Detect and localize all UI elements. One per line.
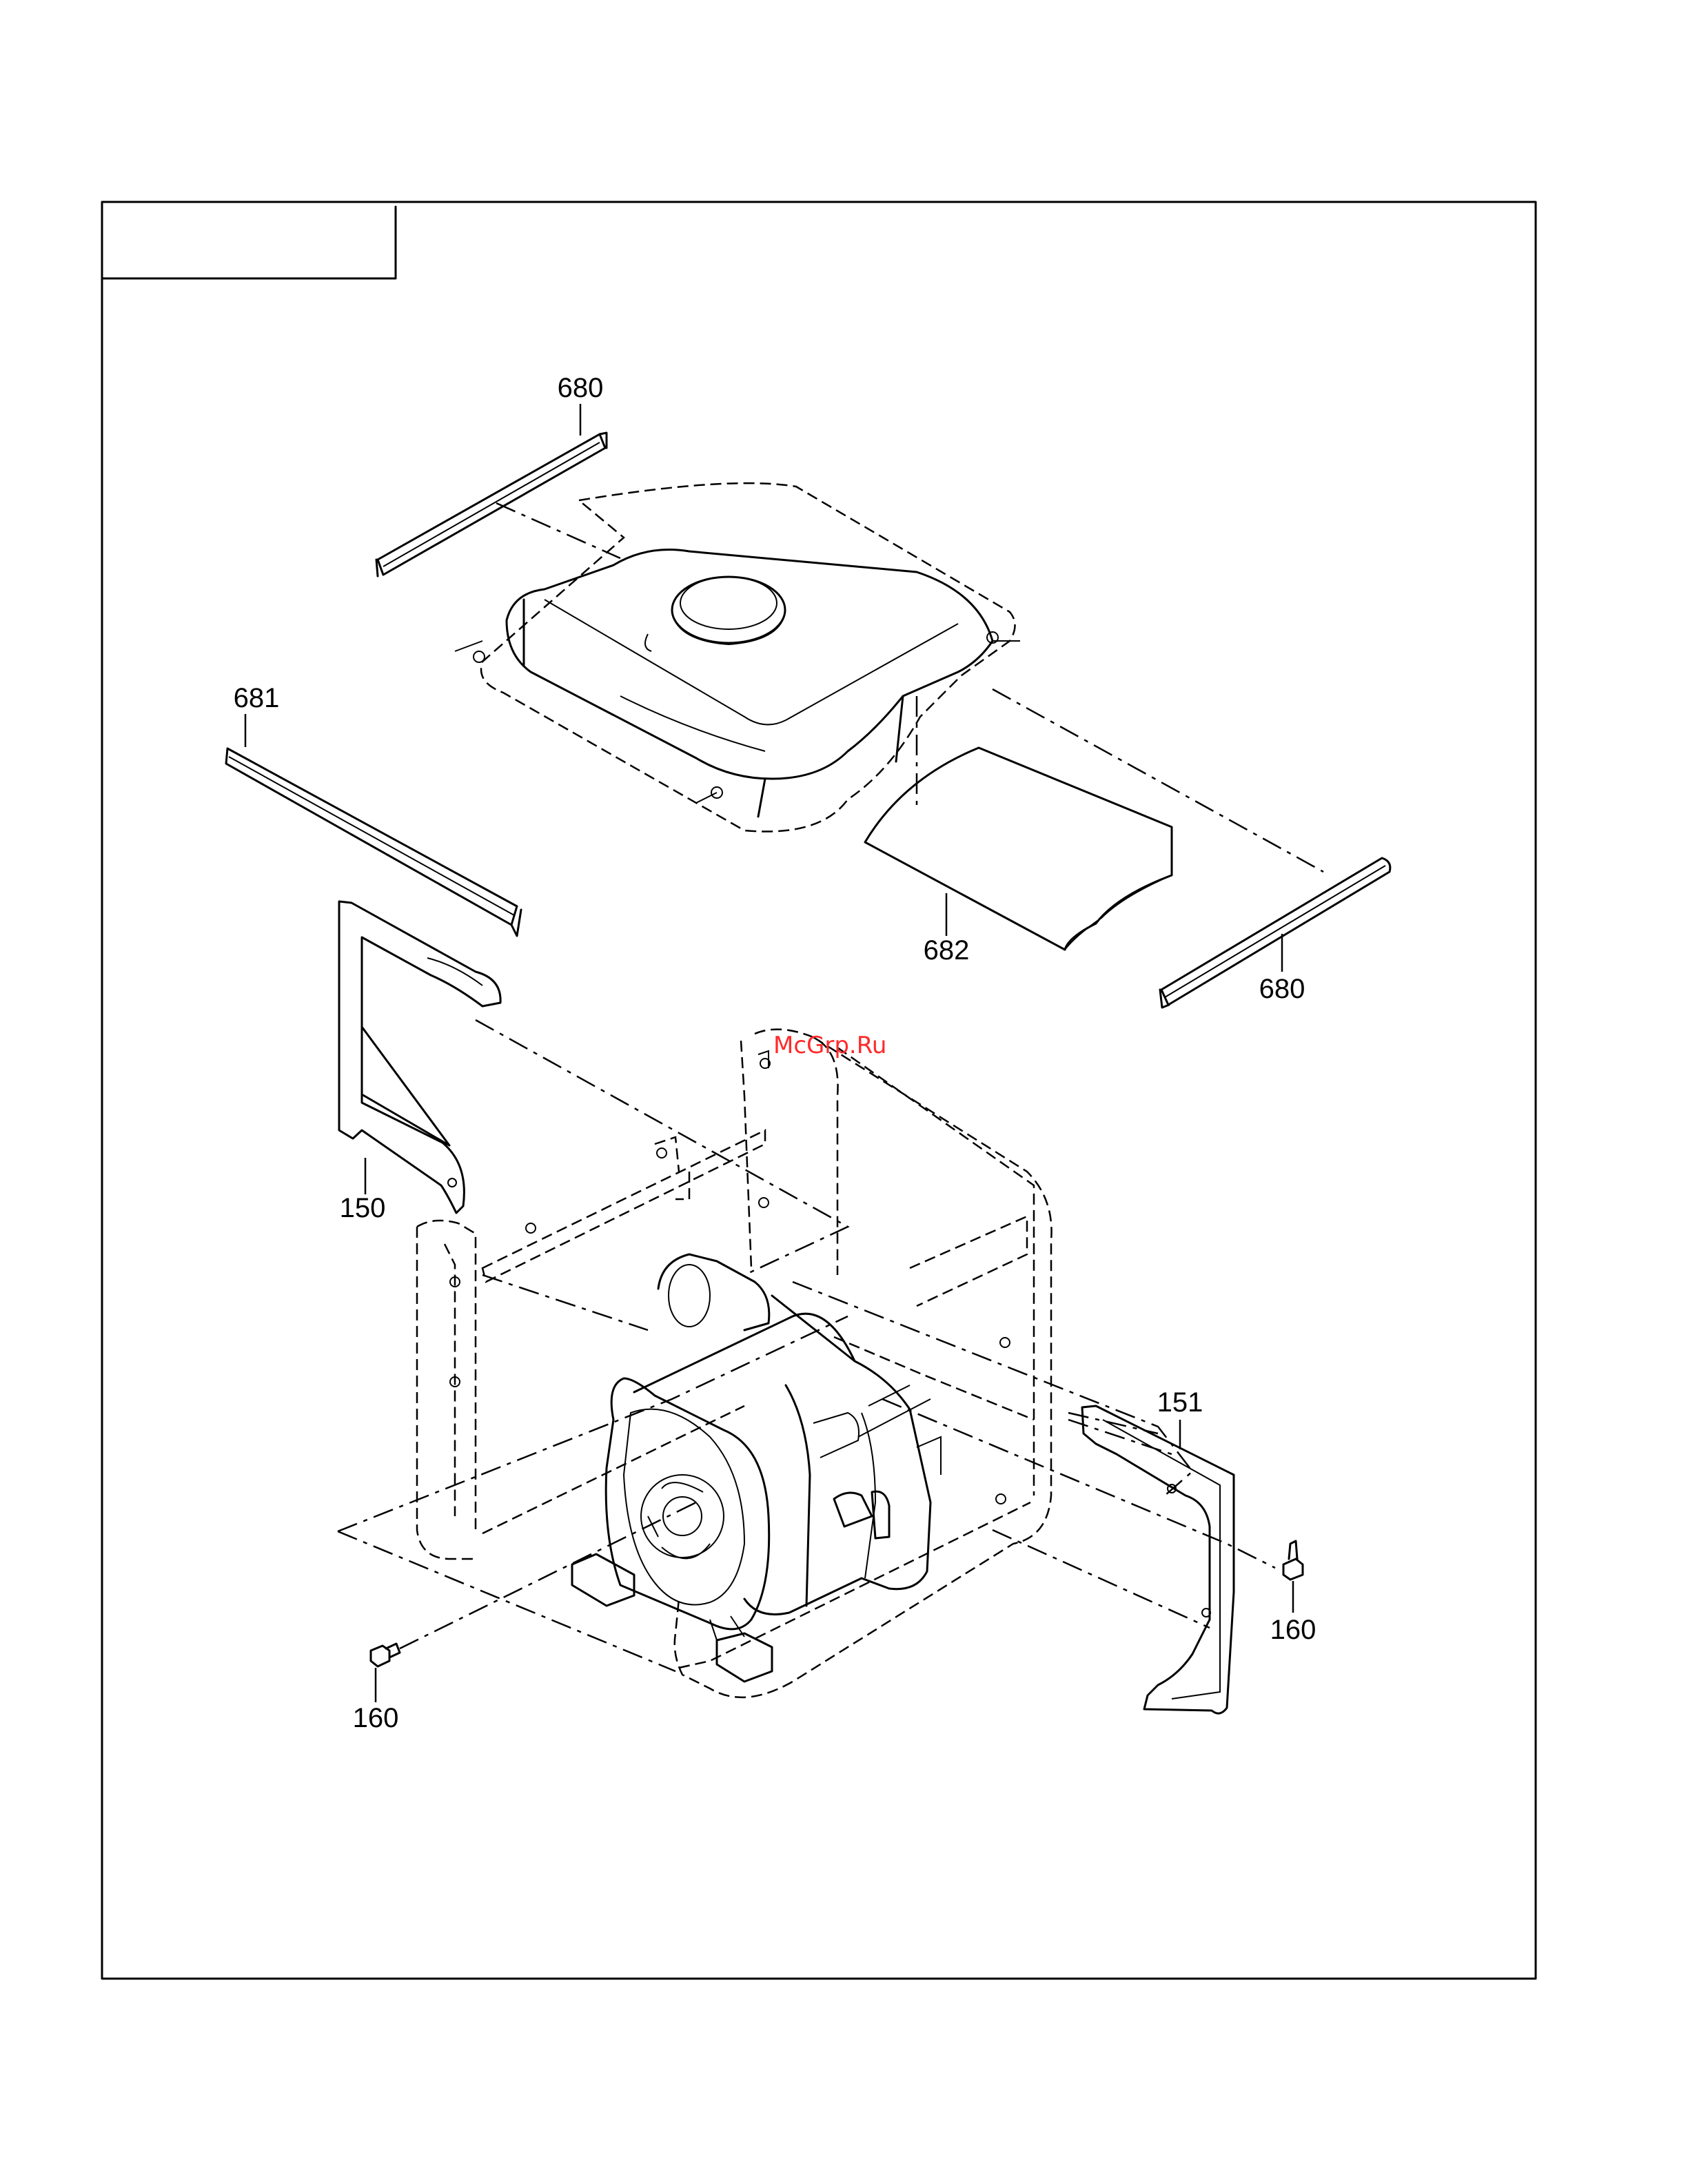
part-681-left-rail [226,748,521,936]
callout-151: 151 [1157,1387,1203,1418]
callout-680-lower: 680 [1259,974,1305,1004]
fuel-tank [455,483,1020,831]
part-150-left-bracket [339,901,500,1213]
part-682-pad [865,748,1172,950]
callout-682: 682 [924,935,970,966]
header-box [102,207,396,278]
callout-160-right: 160 [1270,1615,1316,1645]
callout-160-left: 160 [353,1703,399,1733]
part-151-right-bracket [1082,1406,1234,1713]
callout-680-upper: 680 [558,373,604,403]
callout-150: 150 [340,1193,386,1223]
frame-outline [417,1030,1052,1697]
callout-681: 681 [234,683,280,713]
bolt-160-left [371,1502,696,1666]
part-680-upper-rail [376,433,607,576]
diagram-frame [102,202,1536,1979]
generator-engine [572,1254,941,1682]
watermark-text: McGrp.Ru [773,1032,886,1059]
bolt-160-right [1283,1541,1303,1580]
fuel-cap [672,577,785,644]
